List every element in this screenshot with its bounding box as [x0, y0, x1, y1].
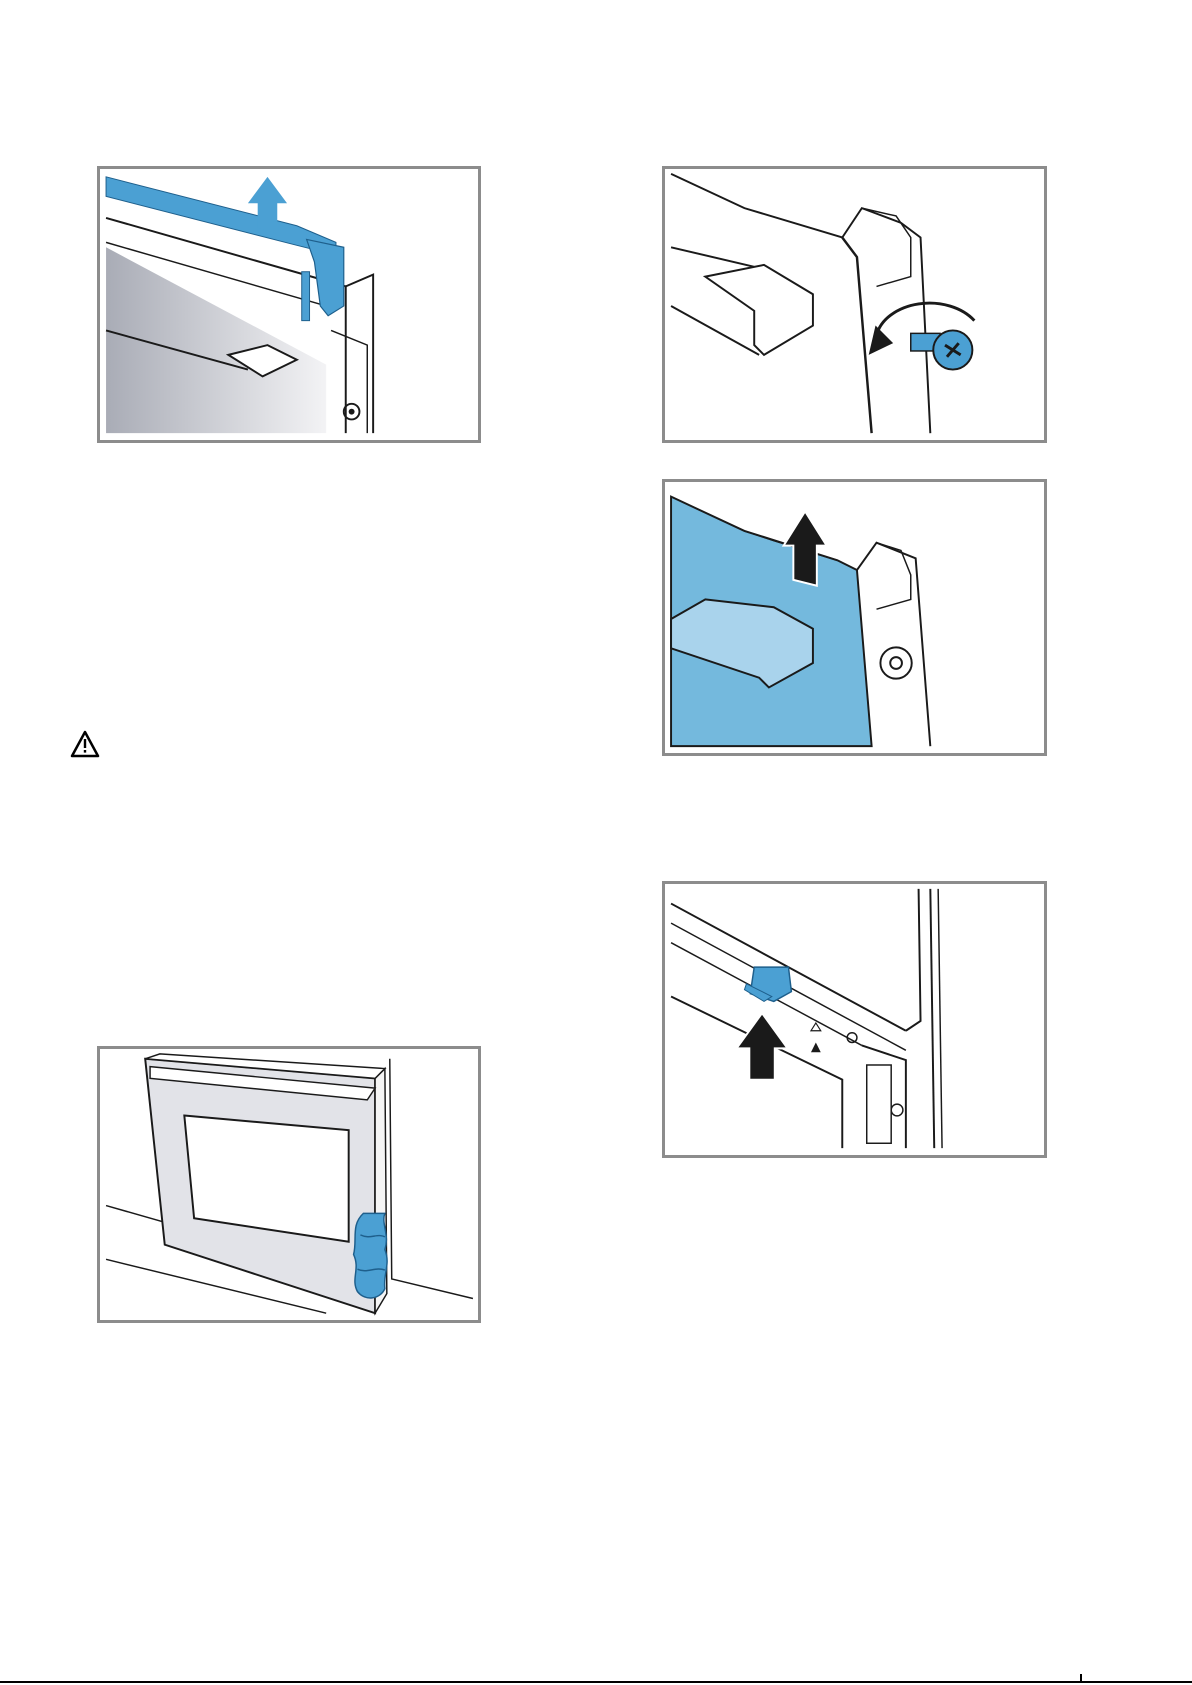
- lift-inner-pane-illustration: [665, 482, 1044, 753]
- oven-door-with-cloth-illustration: [100, 1049, 478, 1320]
- unscrew-door-screw-illustration: [665, 169, 1044, 440]
- page-bottom-tick: [1080, 1674, 1082, 1683]
- figure-remove-cover-strip: [97, 166, 481, 443]
- figure-unscrew-screw: [662, 166, 1047, 443]
- figure-push-clip: [662, 881, 1047, 1158]
- figure-lift-pane: [662, 479, 1047, 756]
- warning-triangle-icon: [70, 730, 100, 758]
- page-bottom-rule: [0, 1681, 1192, 1683]
- door-cover-strip-illustration: [100, 169, 478, 440]
- figure-oven-door-cloth: [97, 1046, 481, 1323]
- push-clip-up-illustration: [665, 884, 1044, 1155]
